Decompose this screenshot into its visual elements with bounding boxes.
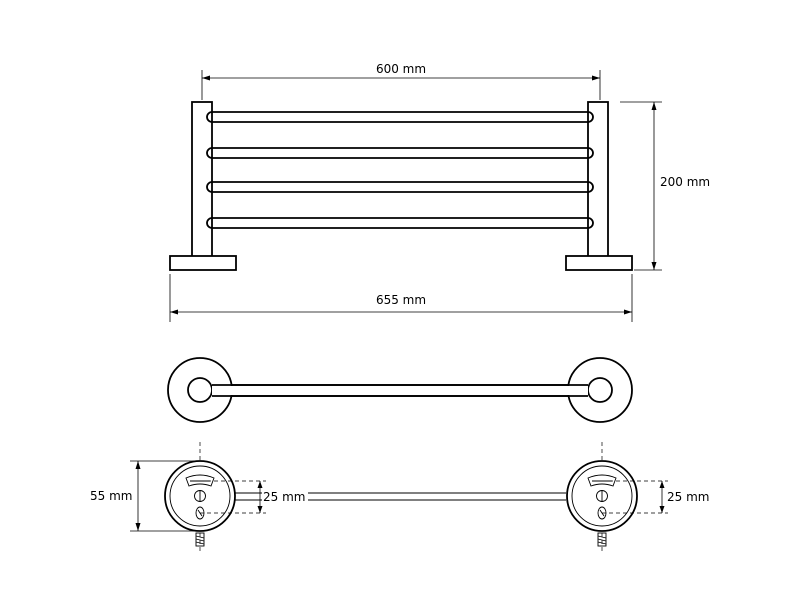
dimension-label-200: 200 mm	[660, 175, 710, 189]
screw-icon	[597, 532, 607, 547]
top-view	[167, 357, 633, 423]
rail-bar	[206, 217, 594, 229]
left-post	[191, 101, 213, 258]
right-wall-mount	[566, 442, 638, 552]
right-post	[587, 101, 609, 258]
dimension-inner-width: 600 mm	[201, 62, 601, 100]
dimension-left-hole-spacing: 25 mm	[200, 480, 308, 514]
rail-bar	[206, 111, 594, 123]
dimension-label-55: 55 mm	[90, 489, 132, 503]
dimension-right-hole-spacing: 25 mm	[602, 480, 709, 514]
dimension-label-655: 655 mm	[376, 293, 426, 307]
rail-bar	[206, 181, 594, 193]
screw-icon	[195, 532, 205, 547]
mounting-view: 55 mm 25 mm 25 mm	[90, 442, 709, 552]
dimension-label-25-left: 25 mm	[263, 490, 305, 504]
rail-bars	[206, 111, 594, 229]
dimension-overall-width: 655 mm	[169, 274, 633, 322]
right-foot	[565, 255, 633, 271]
dimension-height: 200 mm	[620, 101, 710, 271]
rail-bar	[206, 147, 594, 159]
dimension-label-600: 600 mm	[376, 62, 426, 76]
dimension-label-25-right: 25 mm	[667, 490, 709, 504]
dimension-base-diameter: 55 mm	[90, 460, 200, 532]
left-foot	[169, 255, 237, 271]
front-view: 600 mm 200 mm 655 mm	[169, 62, 710, 322]
left-wall-mount	[164, 442, 236, 552]
